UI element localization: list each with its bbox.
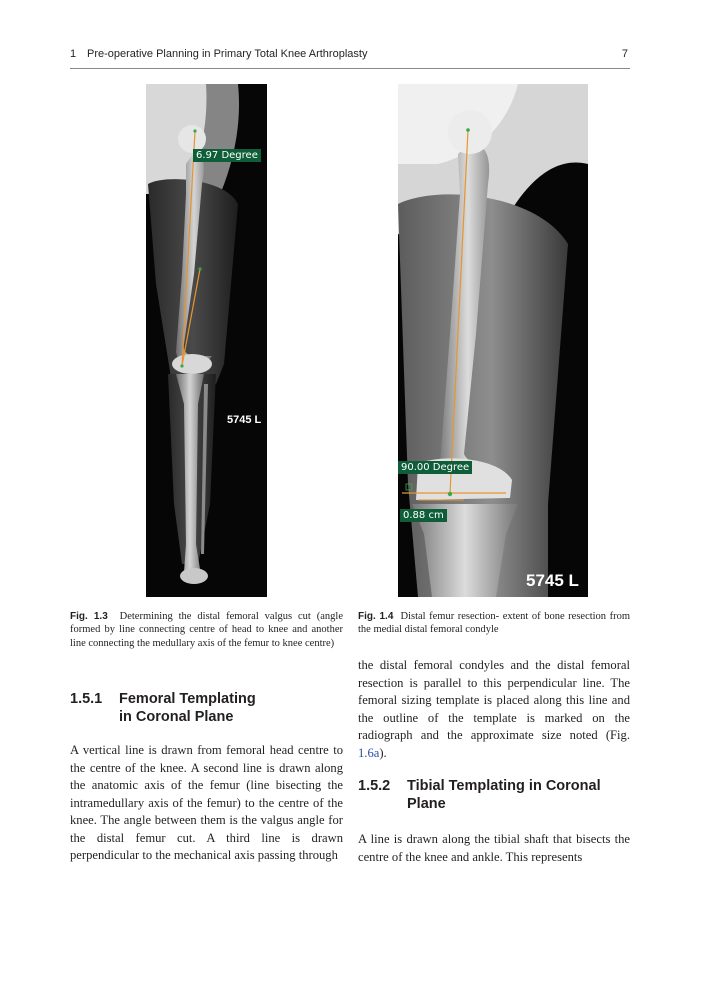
angle-label: 90.00 Degree — [398, 461, 473, 474]
figure-1-3-caption: Fig. 1.3 Determining the distal femoral … — [70, 610, 343, 650]
section-title-line-2: in Coronal Plane — [119, 709, 234, 725]
page-number: 7 — [621, 48, 628, 60]
figure-label: Fig. 1.4 — [358, 611, 394, 622]
paragraph-text: the distal femoral condyles and the dist… — [358, 658, 630, 742]
chapter-number: 1 — [70, 48, 77, 60]
paragraph-text-end: ). — [379, 745, 387, 760]
film-id-label: 5745 L — [526, 571, 579, 590]
section-title-line-1: Femoral Templating — [119, 691, 256, 707]
mechanical-axis-line — [181, 130, 196, 367]
section-title-line-1: Tibial Templating in Coronal — [407, 778, 601, 794]
chapter-title: Pre-operative Planning in Primary Total … — [87, 48, 368, 60]
figure-reference-link[interactable]: 1.6a — [358, 745, 380, 760]
radiograph-full-leg — [146, 84, 267, 597]
figure-1-4-radiograph: 90.00 Degree 0.88 cm 5745 L — [398, 84, 588, 597]
section-number: 1.5.2 — [358, 778, 391, 794]
figure-label: Fig. 1.3 — [70, 611, 108, 622]
caption-text: Determining the distal femoral valgus cu… — [70, 611, 344, 649]
section-heading-1-5-1: 1.5.1 Femoral Templating in Coronal Plane — [70, 690, 343, 726]
caption-text: Distal femur resection- extent of bone r… — [358, 611, 631, 636]
anatomic-axis-line — [181, 268, 201, 367]
radiograph-femur — [398, 84, 588, 597]
section-number: 1.5.1 — [70, 691, 103, 707]
distance-label: 0.88 cm — [400, 509, 447, 522]
paragraph-tibial-templating: A line is drawn along the tibial shaft t… — [358, 832, 630, 864]
paragraph-femoral-templating: A vertical line is drawn from femoral he… — [70, 743, 343, 862]
figure-1-4-caption: Fig. 1.4 Distal femur resection- extent … — [358, 610, 630, 637]
figure-1-3-radiograph: 6.97 Degree 5745 L — [146, 84, 267, 597]
angle-label: 6.97 Degree — [193, 149, 261, 162]
section-title-line-2: Plane — [407, 796, 446, 812]
running-head: 1 Pre-operative Planning in Primary Tota… — [70, 48, 630, 69]
section-title: Femoral Templating in Coronal Plane — [119, 690, 256, 726]
mechanical-axis-line — [449, 129, 469, 495]
paragraph-continuation: the distal femoral condyles and the dist… — [358, 657, 630, 762]
film-id-label: 5745 L — [227, 414, 262, 426]
